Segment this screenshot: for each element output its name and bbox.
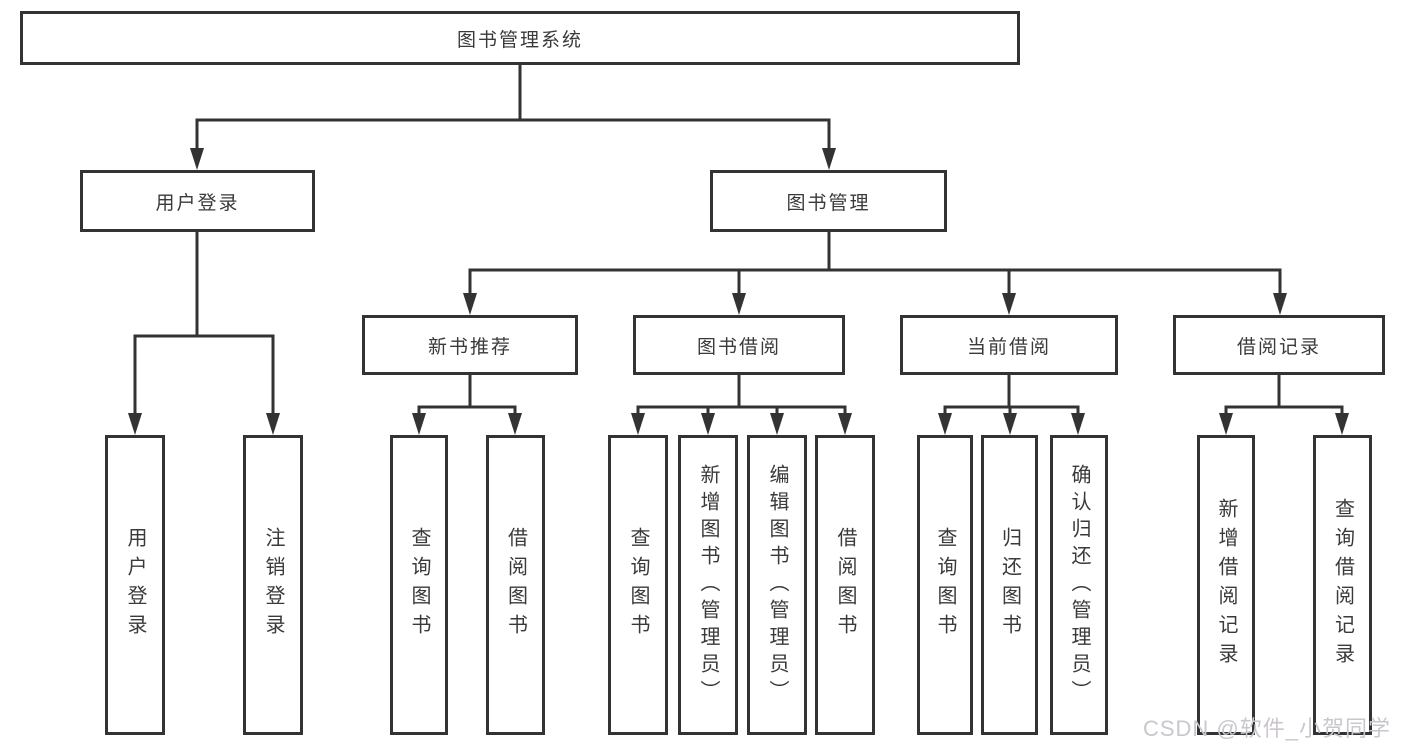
leaf-add-borrow-record: 新增借阅记录: [1197, 435, 1255, 735]
csdn-watermark: CSDN @软件_小贺同学: [1142, 716, 1391, 741]
node-user-login: 用户登录: [80, 170, 315, 232]
node-new-book-recommendation: 新书推荐: [362, 315, 578, 375]
leaf-confirm-return-admin: 确认归还（管理员）: [1050, 435, 1108, 735]
leaf-query-books-borrowing: 查询图书: [608, 435, 668, 735]
node-current-borrowing: 当前借阅: [900, 315, 1118, 375]
leaf-logout: 注销登录: [243, 435, 303, 735]
connector-stems: [133, 63, 1344, 417]
leaf-edit-book-admin: 编辑图书（管理员）: [747, 435, 807, 735]
leaf-return-books: 归还图书: [981, 435, 1038, 735]
leaf-user-login: 用户登录: [105, 435, 165, 735]
node-book-borrowing: 图书借阅: [633, 315, 845, 375]
leaf-query-books-current: 查询图书: [917, 435, 973, 735]
leaf-borrow-books-borrowing: 借阅图书: [815, 435, 875, 735]
node-library-management-system: 图书管理系统: [20, 11, 1020, 65]
leaf-query-books-recommend: 查询图书: [390, 435, 448, 735]
node-borrowing-records: 借阅记录: [1173, 315, 1385, 375]
leaf-query-borrow-record: 查询借阅记录: [1313, 435, 1372, 735]
leaf-borrow-books-recommend: 借阅图书: [486, 435, 545, 735]
leaf-add-book-admin: 新增图书（管理员）: [678, 435, 738, 735]
node-book-management: 图书管理: [710, 170, 947, 232]
